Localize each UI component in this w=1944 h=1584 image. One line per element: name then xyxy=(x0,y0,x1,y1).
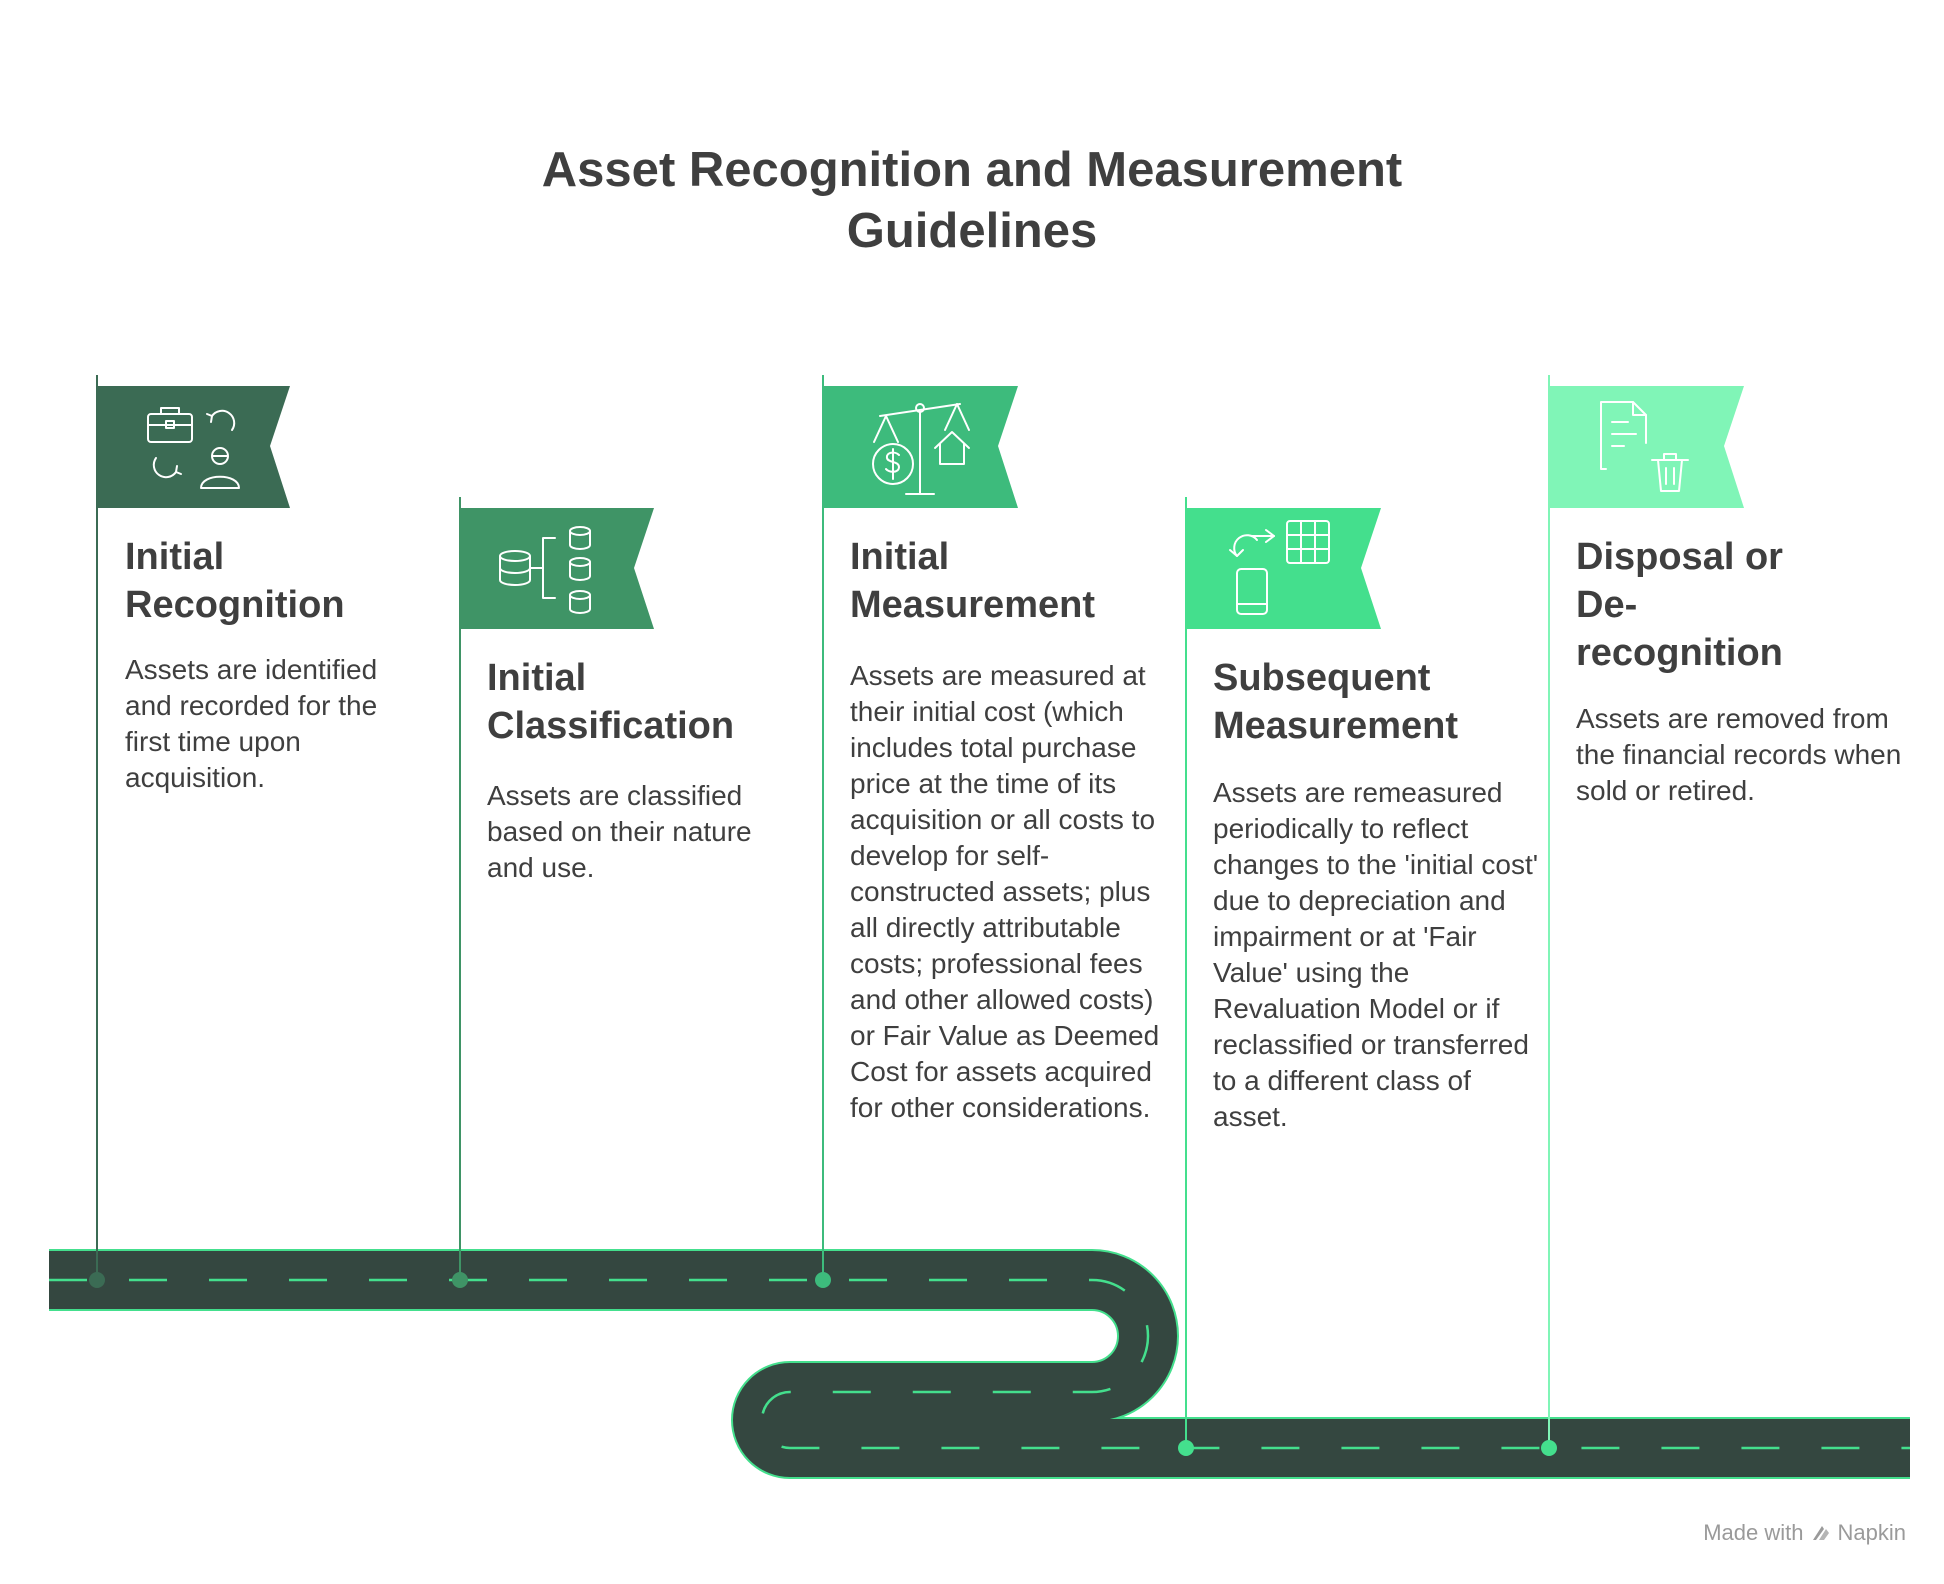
step-title-disposal: Disposal or De-recognition xyxy=(1576,536,1783,674)
briefcase-swap-person-icon xyxy=(147,407,240,489)
step-title-initial-recognition: Initial Recognition xyxy=(125,536,345,626)
watermark-brand: Napkin xyxy=(1837,1520,1906,1545)
made-with-napkin-watermark[interactable]: Made with Napkin xyxy=(1703,1520,1906,1546)
milestone-5 xyxy=(1541,375,1744,1456)
step-title-subsequent-measurement: Subsequent Measurement xyxy=(1213,657,1458,747)
step-description-initial-classification: Assets are classified based on their nat… xyxy=(487,780,752,883)
step-description-initial-measurement: Assets are measured at their initial cos… xyxy=(850,660,1160,1123)
flag-initial-recognition xyxy=(97,386,290,508)
winding-road xyxy=(0,1240,1944,1488)
milestone-2 xyxy=(452,497,654,1288)
database-hierarchy-icon xyxy=(499,526,591,614)
step-description-subsequent-measurement: Assets are remeasured periodically to re… xyxy=(1213,777,1539,1132)
step-description-disposal: Assets are removed from the financial re… xyxy=(1576,703,1902,806)
flag-disposal xyxy=(1549,386,1744,508)
step-description-initial-recognition: Assets are identified and recorded for t… xyxy=(125,654,378,793)
phone-table-swap-icon xyxy=(1229,520,1330,615)
balance-scale-icon xyxy=(872,403,970,495)
watermark-prefix: Made with xyxy=(1703,1520,1804,1545)
milestone-1 xyxy=(89,375,290,1288)
road-center-dashes xyxy=(49,1278,1910,1450)
step-title-initial-measurement: Initial Measurement xyxy=(850,536,1095,626)
document-trash-icon xyxy=(1600,401,1689,492)
flag-initial-classification xyxy=(460,508,654,629)
page-title: Asset Recognition and Measurement Guidel… xyxy=(541,143,1403,258)
milestone-3 xyxy=(815,375,1018,1288)
flag-subsequent-measurement xyxy=(1186,508,1381,629)
napkin-logo-icon xyxy=(1812,1526,1829,1540)
milestone-4 xyxy=(1178,497,1381,1456)
step-title-initial-classification: Initial Classification xyxy=(487,657,735,747)
